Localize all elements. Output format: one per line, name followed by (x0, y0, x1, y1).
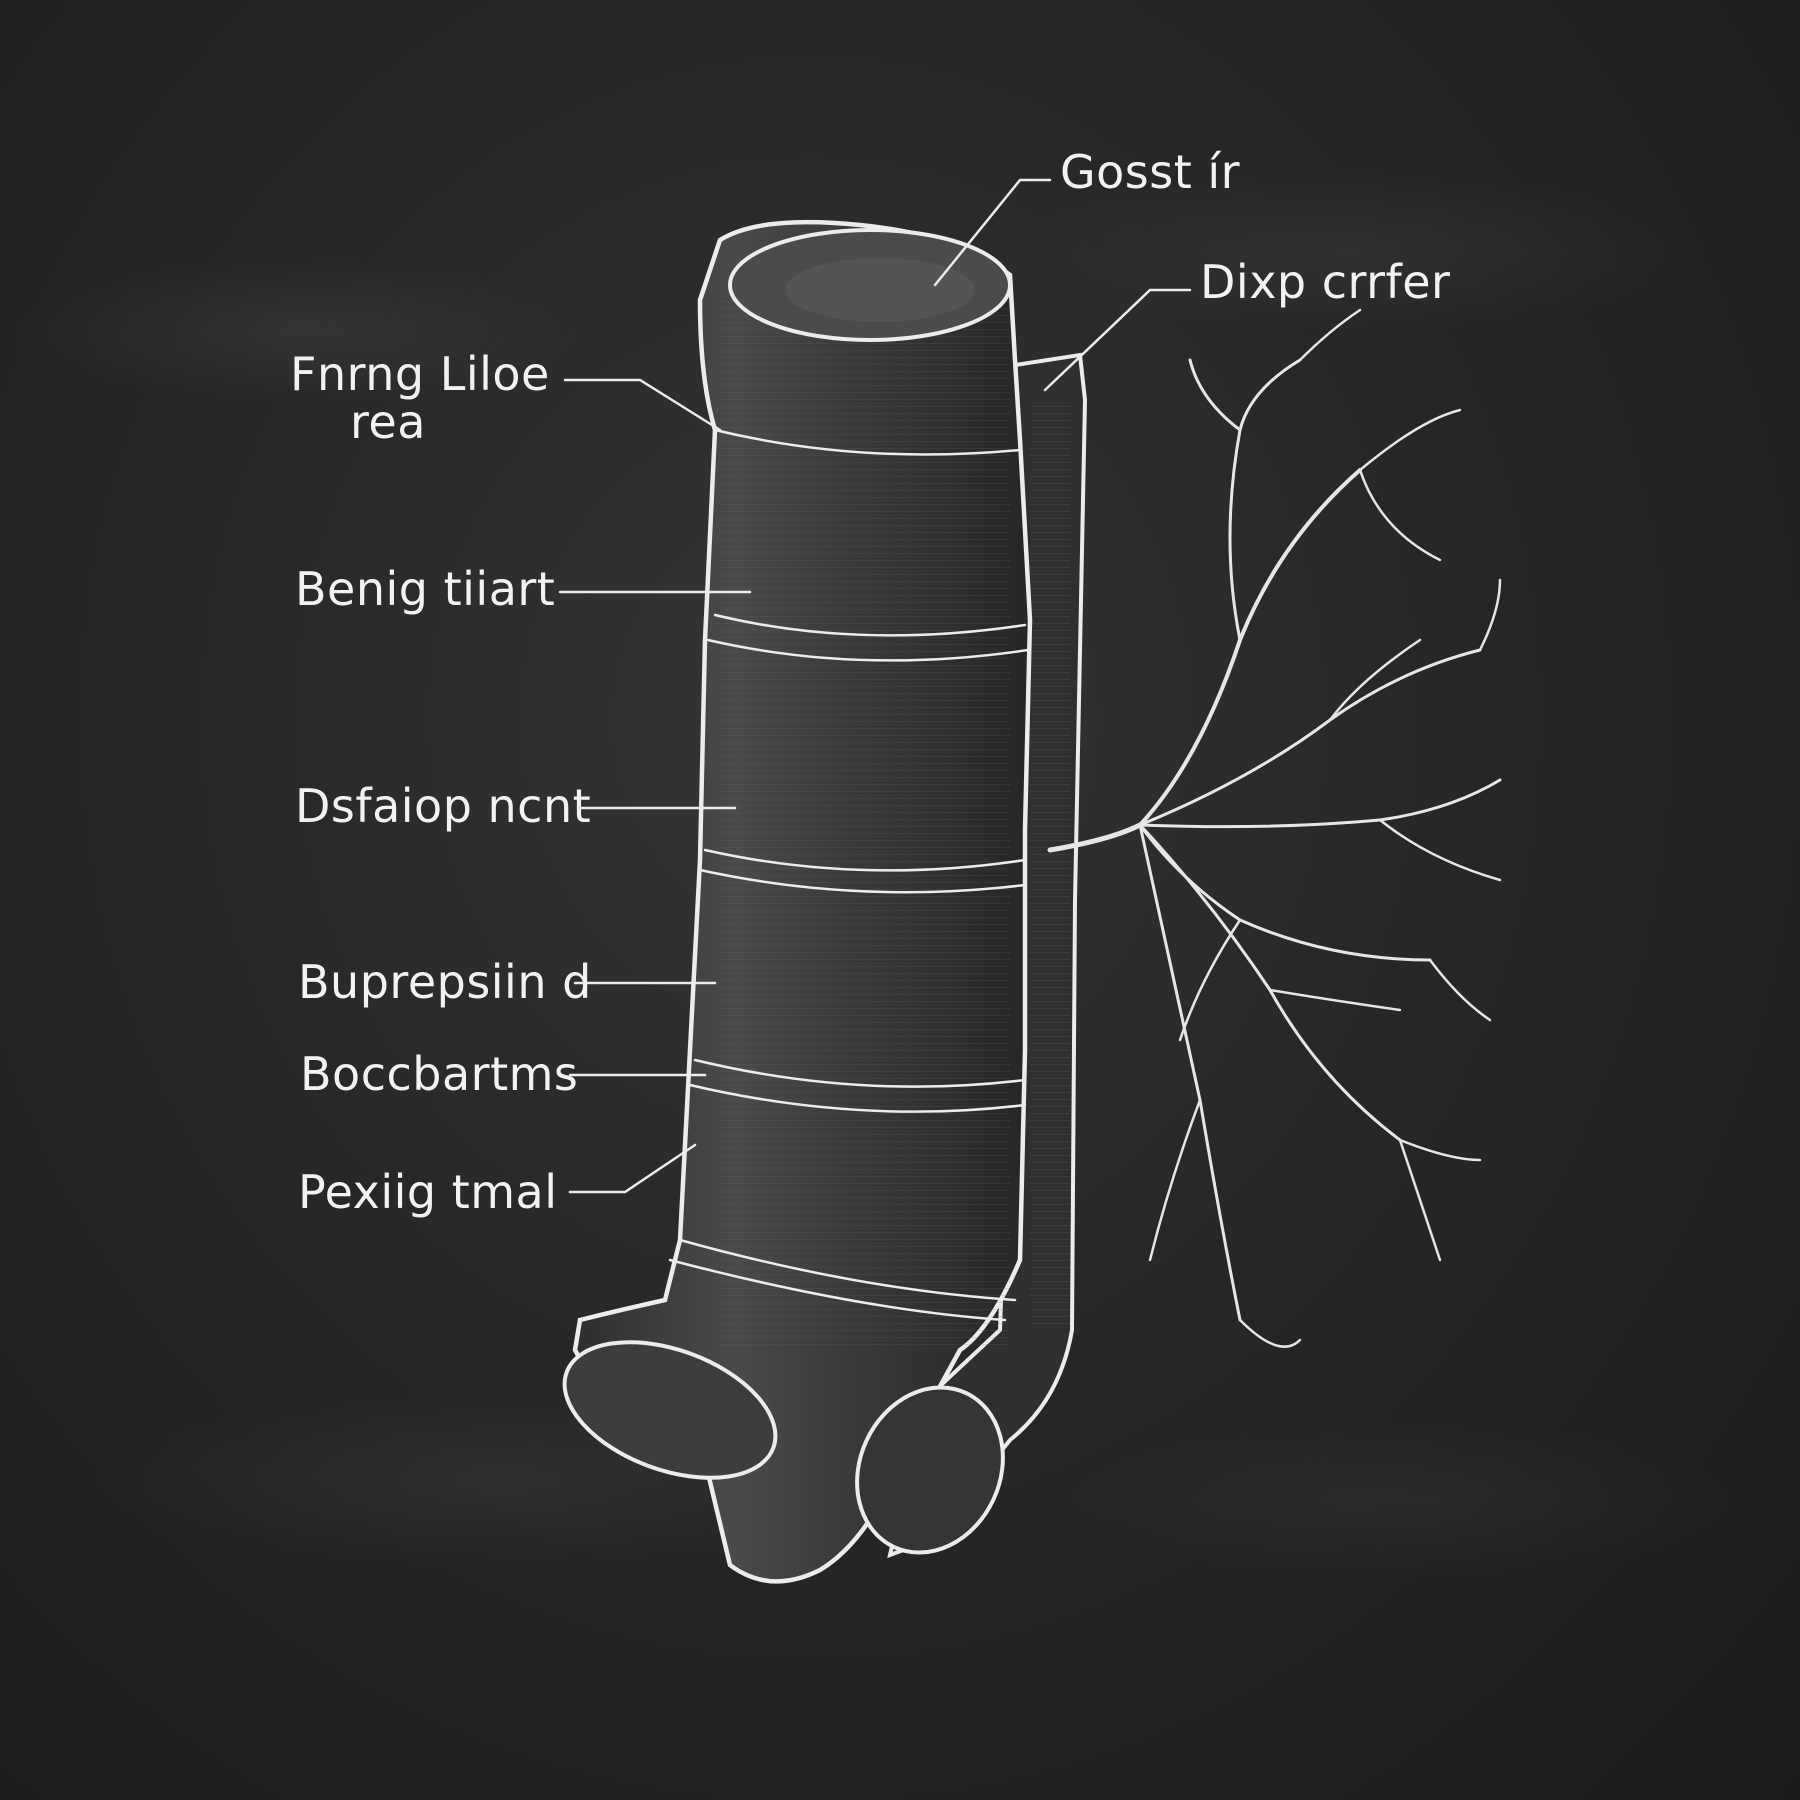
side-tube (887, 352, 1088, 1559)
label-left-1-line-1: Fnrng Liloe (290, 347, 550, 401)
label-left-4: Buprepsiin d (298, 955, 592, 1009)
ring-line-4 (703, 848, 1027, 872)
trachea-body (562, 219, 1033, 1584)
label-left-6: Pexiig tmal (298, 1165, 558, 1219)
label-top: Gosst ír (1060, 145, 1241, 199)
label-left-3: Dsfaiop ncnt (295, 779, 592, 833)
ring-line-1 (713, 428, 1022, 456)
ring-line-6 (693, 1058, 1027, 1088)
ring-line-2 (713, 613, 1027, 637)
leader-l1 (563, 378, 722, 432)
leader-top-right (1043, 288, 1192, 392)
bronchial-tree (1047, 308, 1502, 1348)
label-left-1-line-2: rea (350, 395, 426, 449)
bottom-opening-left (562, 1340, 778, 1480)
ring-line-9 (668, 1258, 1007, 1322)
leader-lines (558, 178, 1192, 1194)
label-left-2: Benig tiiart (295, 562, 556, 616)
label-top-right: Dixp crrfer (1200, 255, 1451, 309)
bottom-opening-right (855, 1385, 1005, 1555)
label-left-5: Boccbartms (300, 1047, 579, 1101)
ring-line-3 (706, 638, 1030, 662)
leader-l6 (568, 1143, 697, 1194)
ring-line-7 (688, 1083, 1027, 1113)
ring-line-5 (698, 868, 1027, 894)
leader-top (933, 178, 1052, 287)
ring-line-8 (678, 1238, 1017, 1302)
